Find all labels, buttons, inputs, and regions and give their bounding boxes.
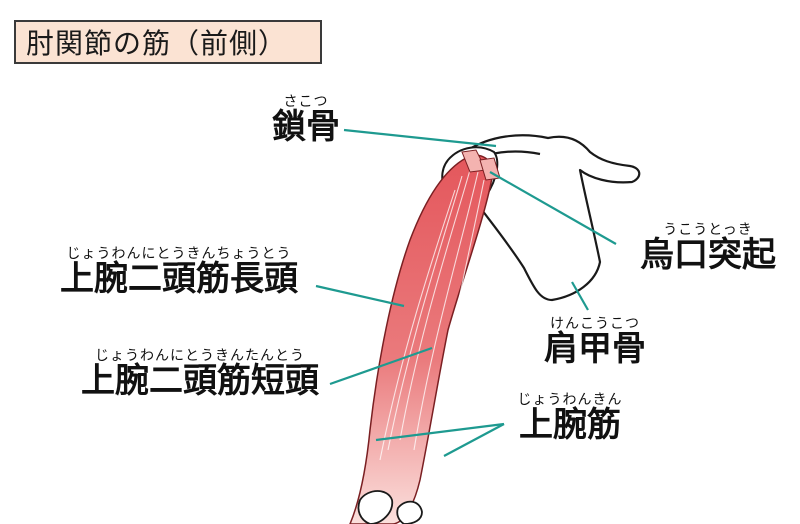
biceps-short-label: 上腕二頭筋短頭 bbox=[81, 361, 319, 401]
scapula-reading: けんこうこつ bbox=[550, 316, 640, 332]
leader-biceps-short bbox=[329, 346, 433, 386]
biceps-long-label: 上腕二頭筋長頭 bbox=[60, 259, 298, 299]
label-biceps-long: じょうわんにとうきんちょうとう 上腕二頭筋長頭 bbox=[34, 246, 324, 298]
leader-brachialis-1 bbox=[375, 422, 505, 442]
label-brachialis: じょうわんきん 上腕筋 bbox=[500, 392, 640, 444]
coracoid-label: 烏口突起 bbox=[640, 235, 776, 275]
leader-scapula bbox=[571, 281, 589, 311]
label-scapula: けんこうこつ 肩甲骨 bbox=[540, 316, 650, 368]
label-coracoid: うこうとっき 烏口突起 bbox=[628, 222, 788, 274]
clavicle-label: 鎖骨 bbox=[272, 107, 340, 147]
biceps-short-reading: じょうわんにとうきんたんとう bbox=[95, 348, 305, 364]
biceps-long-reading: じょうわんにとうきんちょうとう bbox=[66, 246, 292, 262]
leader-biceps-long bbox=[315, 284, 405, 308]
brachialis-label: 上腕筋 bbox=[519, 405, 621, 445]
leader-brachialis-2 bbox=[443, 423, 505, 457]
title-box: 肘関節の筋（前側） bbox=[14, 20, 322, 64]
brachialis-reading: じょうわんきん bbox=[517, 392, 623, 408]
label-biceps-short: じょうわんにとうきんたんとう 上腕二頭筋短頭 bbox=[60, 348, 340, 400]
page-title: 肘関節の筋（前側） bbox=[26, 27, 288, 60]
clavicle-reading: さこつ bbox=[283, 94, 329, 110]
biceps-muscle bbox=[349, 149, 501, 524]
label-clavicle: さこつ 鎖骨 bbox=[266, 94, 346, 146]
leader-coracoid bbox=[489, 171, 617, 245]
leader-clavicle bbox=[343, 128, 497, 148]
leader-lines bbox=[315, 128, 617, 457]
scapula-label: 肩甲骨 bbox=[544, 329, 646, 369]
coracoid-reading: うこうとっき bbox=[663, 222, 753, 238]
elbow-bones bbox=[357, 490, 423, 524]
